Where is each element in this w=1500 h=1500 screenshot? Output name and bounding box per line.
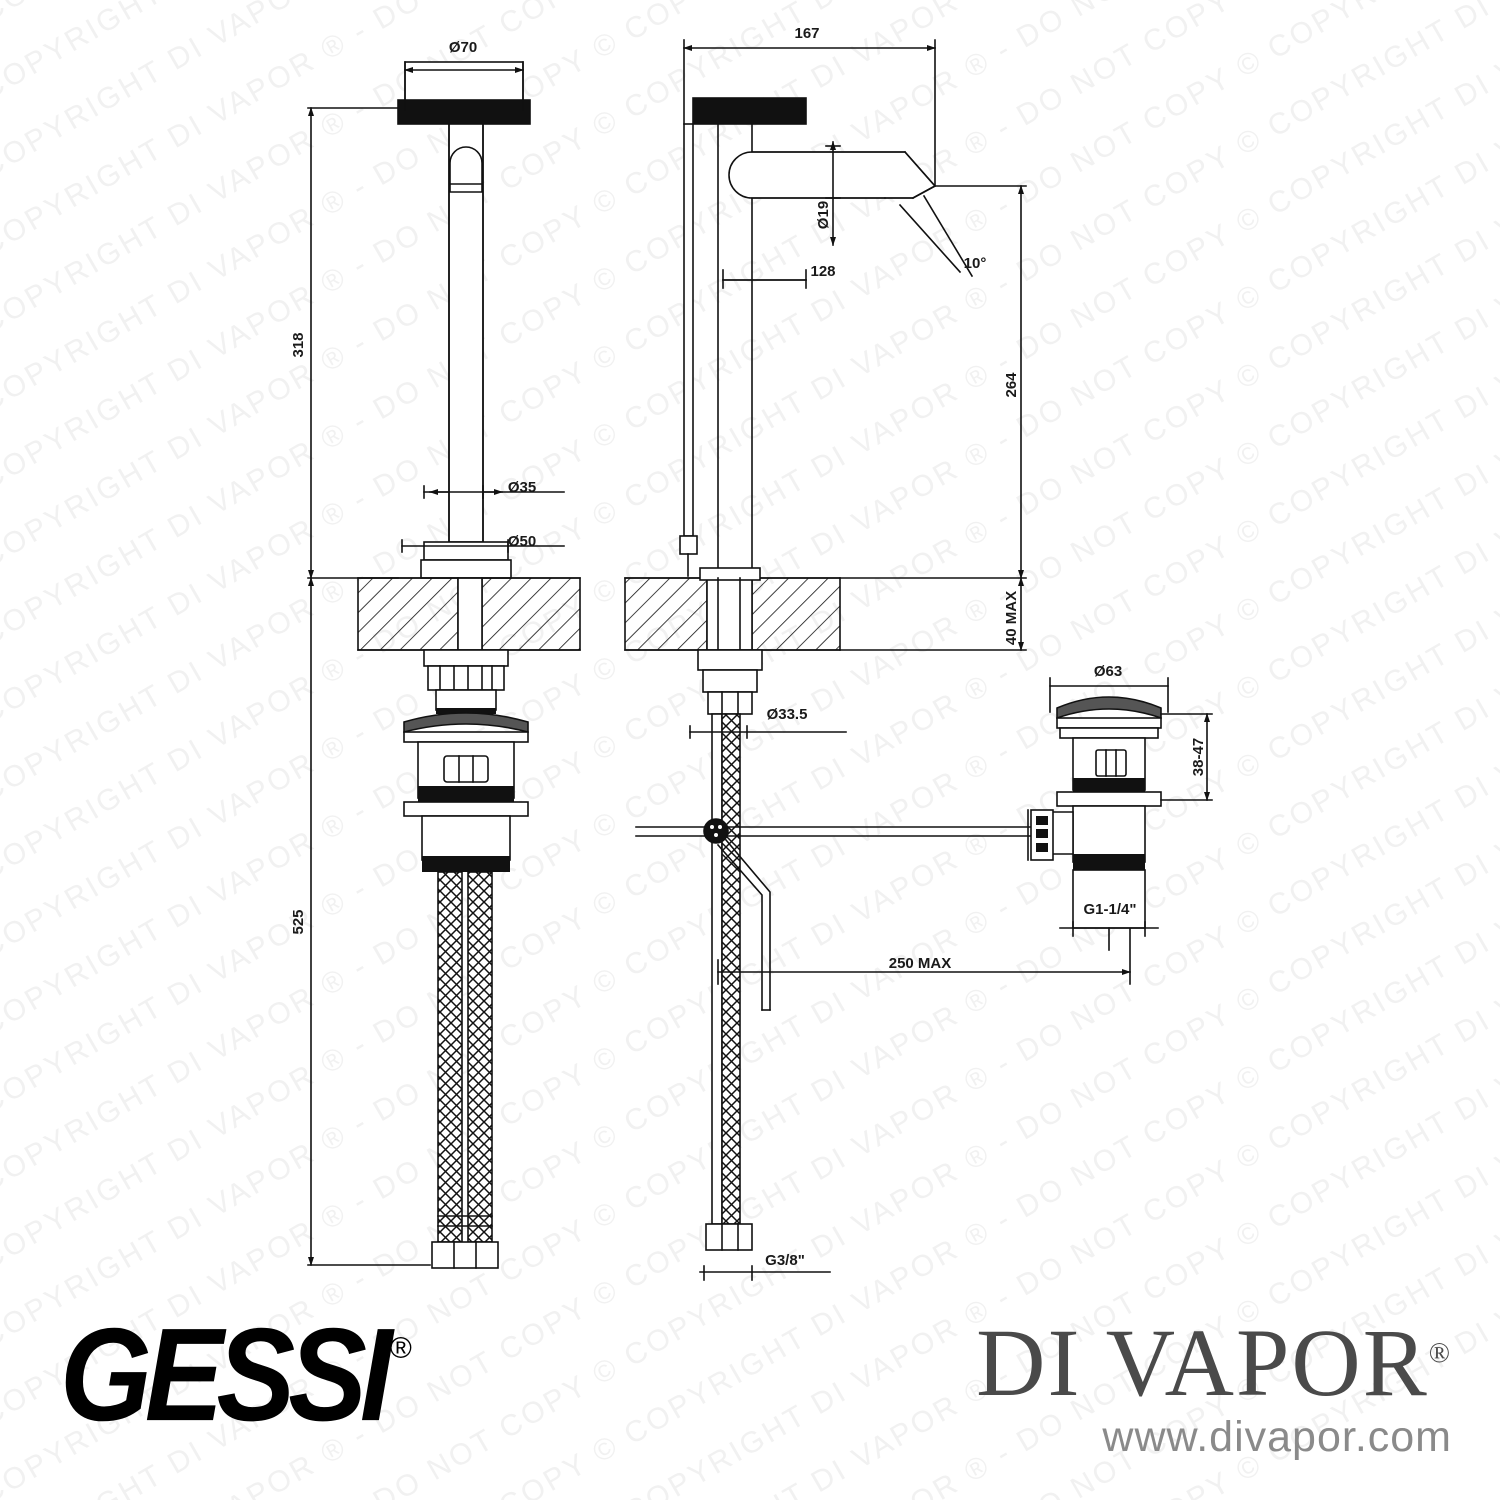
divapor-registered-icon: ® bbox=[1428, 1338, 1452, 1369]
divapor-wordmark-line: DI VAPOR® bbox=[976, 1315, 1452, 1411]
dimension-label-g114: G1-1/4" bbox=[1084, 901, 1137, 918]
dimension-label-d63: Ø63 bbox=[1094, 663, 1122, 680]
dimension-d318 bbox=[307, 107, 399, 579]
dimension-d63 bbox=[1049, 677, 1169, 713]
dimension-g114 bbox=[1059, 921, 1159, 951]
dimension-label-d3847: 38-47 bbox=[1190, 738, 1207, 776]
dimension-label-d318: 318 bbox=[290, 332, 307, 357]
dimension-d3847 bbox=[1160, 713, 1213, 801]
dimension-label-d128: 128 bbox=[810, 263, 835, 280]
dimension-label-g38: G3/8" bbox=[765, 1252, 805, 1269]
dimension-d264 bbox=[839, 185, 1027, 579]
footer-bar: GESSI ® DI VAPOR® www.divapor.com bbox=[0, 1270, 1500, 1500]
dimension-g38 bbox=[699, 1265, 831, 1281]
dimension-d167 bbox=[683, 39, 936, 187]
dimension-label-d40: 40 MAX bbox=[1003, 591, 1020, 645]
dimension-label-d525: 525 bbox=[290, 909, 307, 934]
dimension-label-d70: Ø70 bbox=[449, 39, 477, 56]
gessi-brand-logo: GESSI ® bbox=[60, 1309, 412, 1441]
dimension-d70 bbox=[404, 61, 524, 111]
dimension-d335 bbox=[689, 725, 847, 739]
dimension-label-d50: Ø50 bbox=[508, 533, 536, 550]
dimension-label-d167: 167 bbox=[794, 25, 819, 42]
waste-detail-view bbox=[1027, 696, 1162, 929]
dimension-d128 bbox=[722, 269, 807, 289]
front-view bbox=[357, 61, 581, 1269]
gessi-registered-icon: ® bbox=[389, 1331, 412, 1365]
dimension-label-d35: Ø35 bbox=[508, 479, 536, 496]
dimension-label-d335: Ø33.5 bbox=[767, 706, 808, 723]
dimension-label-d250: 250 MAX bbox=[889, 955, 952, 972]
dimension-label-d264: 264 bbox=[1003, 372, 1020, 398]
dimension-d50 bbox=[401, 539, 565, 553]
divapor-website-url: www.divapor.com bbox=[1102, 1413, 1452, 1461]
gessi-wordmark: GESSI bbox=[60, 1301, 393, 1450]
dimension-d40max bbox=[839, 577, 1027, 651]
dimension-d35 bbox=[423, 485, 565, 499]
dimension-label-a10: 10° bbox=[964, 255, 987, 272]
dimension-d525 bbox=[307, 577, 431, 1266]
divapor-brand-logo: DI VAPOR® www.divapor.com bbox=[976, 1315, 1452, 1462]
side-view bbox=[624, 97, 1041, 1251]
dimension-label-d19: Ø19 bbox=[815, 201, 832, 229]
dimension-d19 bbox=[825, 141, 841, 246]
divapor-wordmark: DI VAPOR bbox=[976, 1309, 1429, 1416]
